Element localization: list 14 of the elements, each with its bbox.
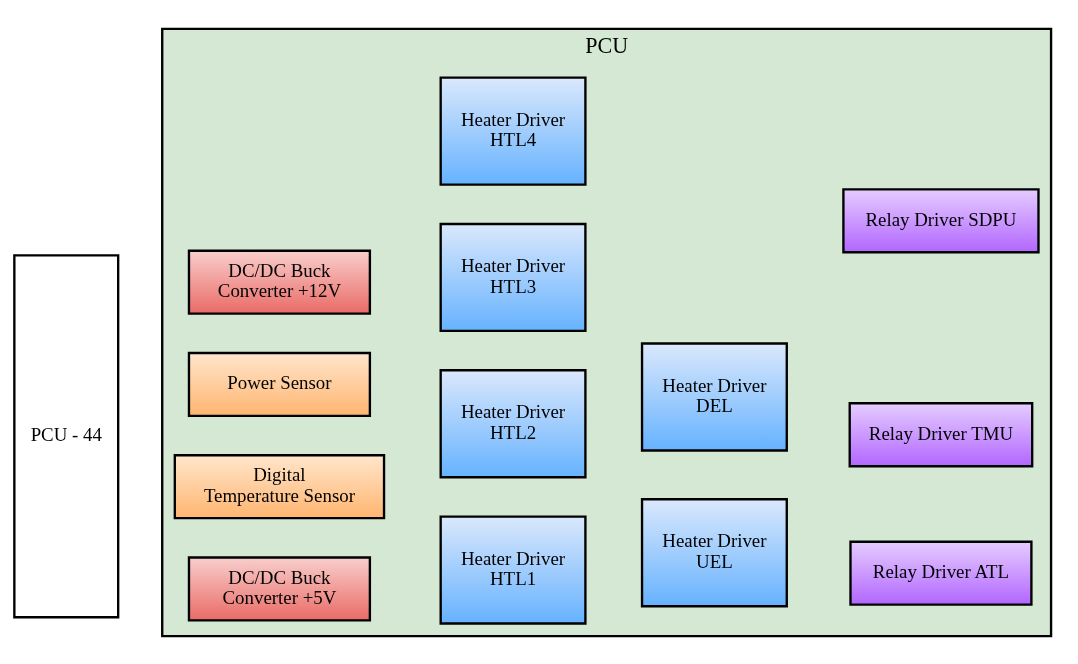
node-box: DC/DC Buck Converter +5V	[187, 555, 372, 622]
node-box: Relay Driver ATL	[849, 540, 1033, 606]
node-box: Heater Driver HTL3	[439, 222, 587, 332]
node-box: Relay Driver TMU	[848, 401, 1034, 467]
node-box: Power Sensor	[187, 351, 372, 417]
node-box: Heater Driver HTL4	[439, 75, 587, 186]
node-box: Heater Driver UEL	[640, 497, 788, 607]
node-box: DC/DC Buck Converter +12V	[187, 249, 372, 315]
node-box: Digital Temperature Sensor	[173, 453, 386, 519]
node-box: Heater Driver HTL1	[439, 514, 587, 625]
node-box: Heater Driver DEL	[640, 341, 788, 452]
node-box: Relay Driver SDPU	[842, 187, 1040, 253]
node-box: Heater Driver HTL2	[439, 368, 587, 478]
node-box: PCU - 44	[13, 253, 120, 618]
